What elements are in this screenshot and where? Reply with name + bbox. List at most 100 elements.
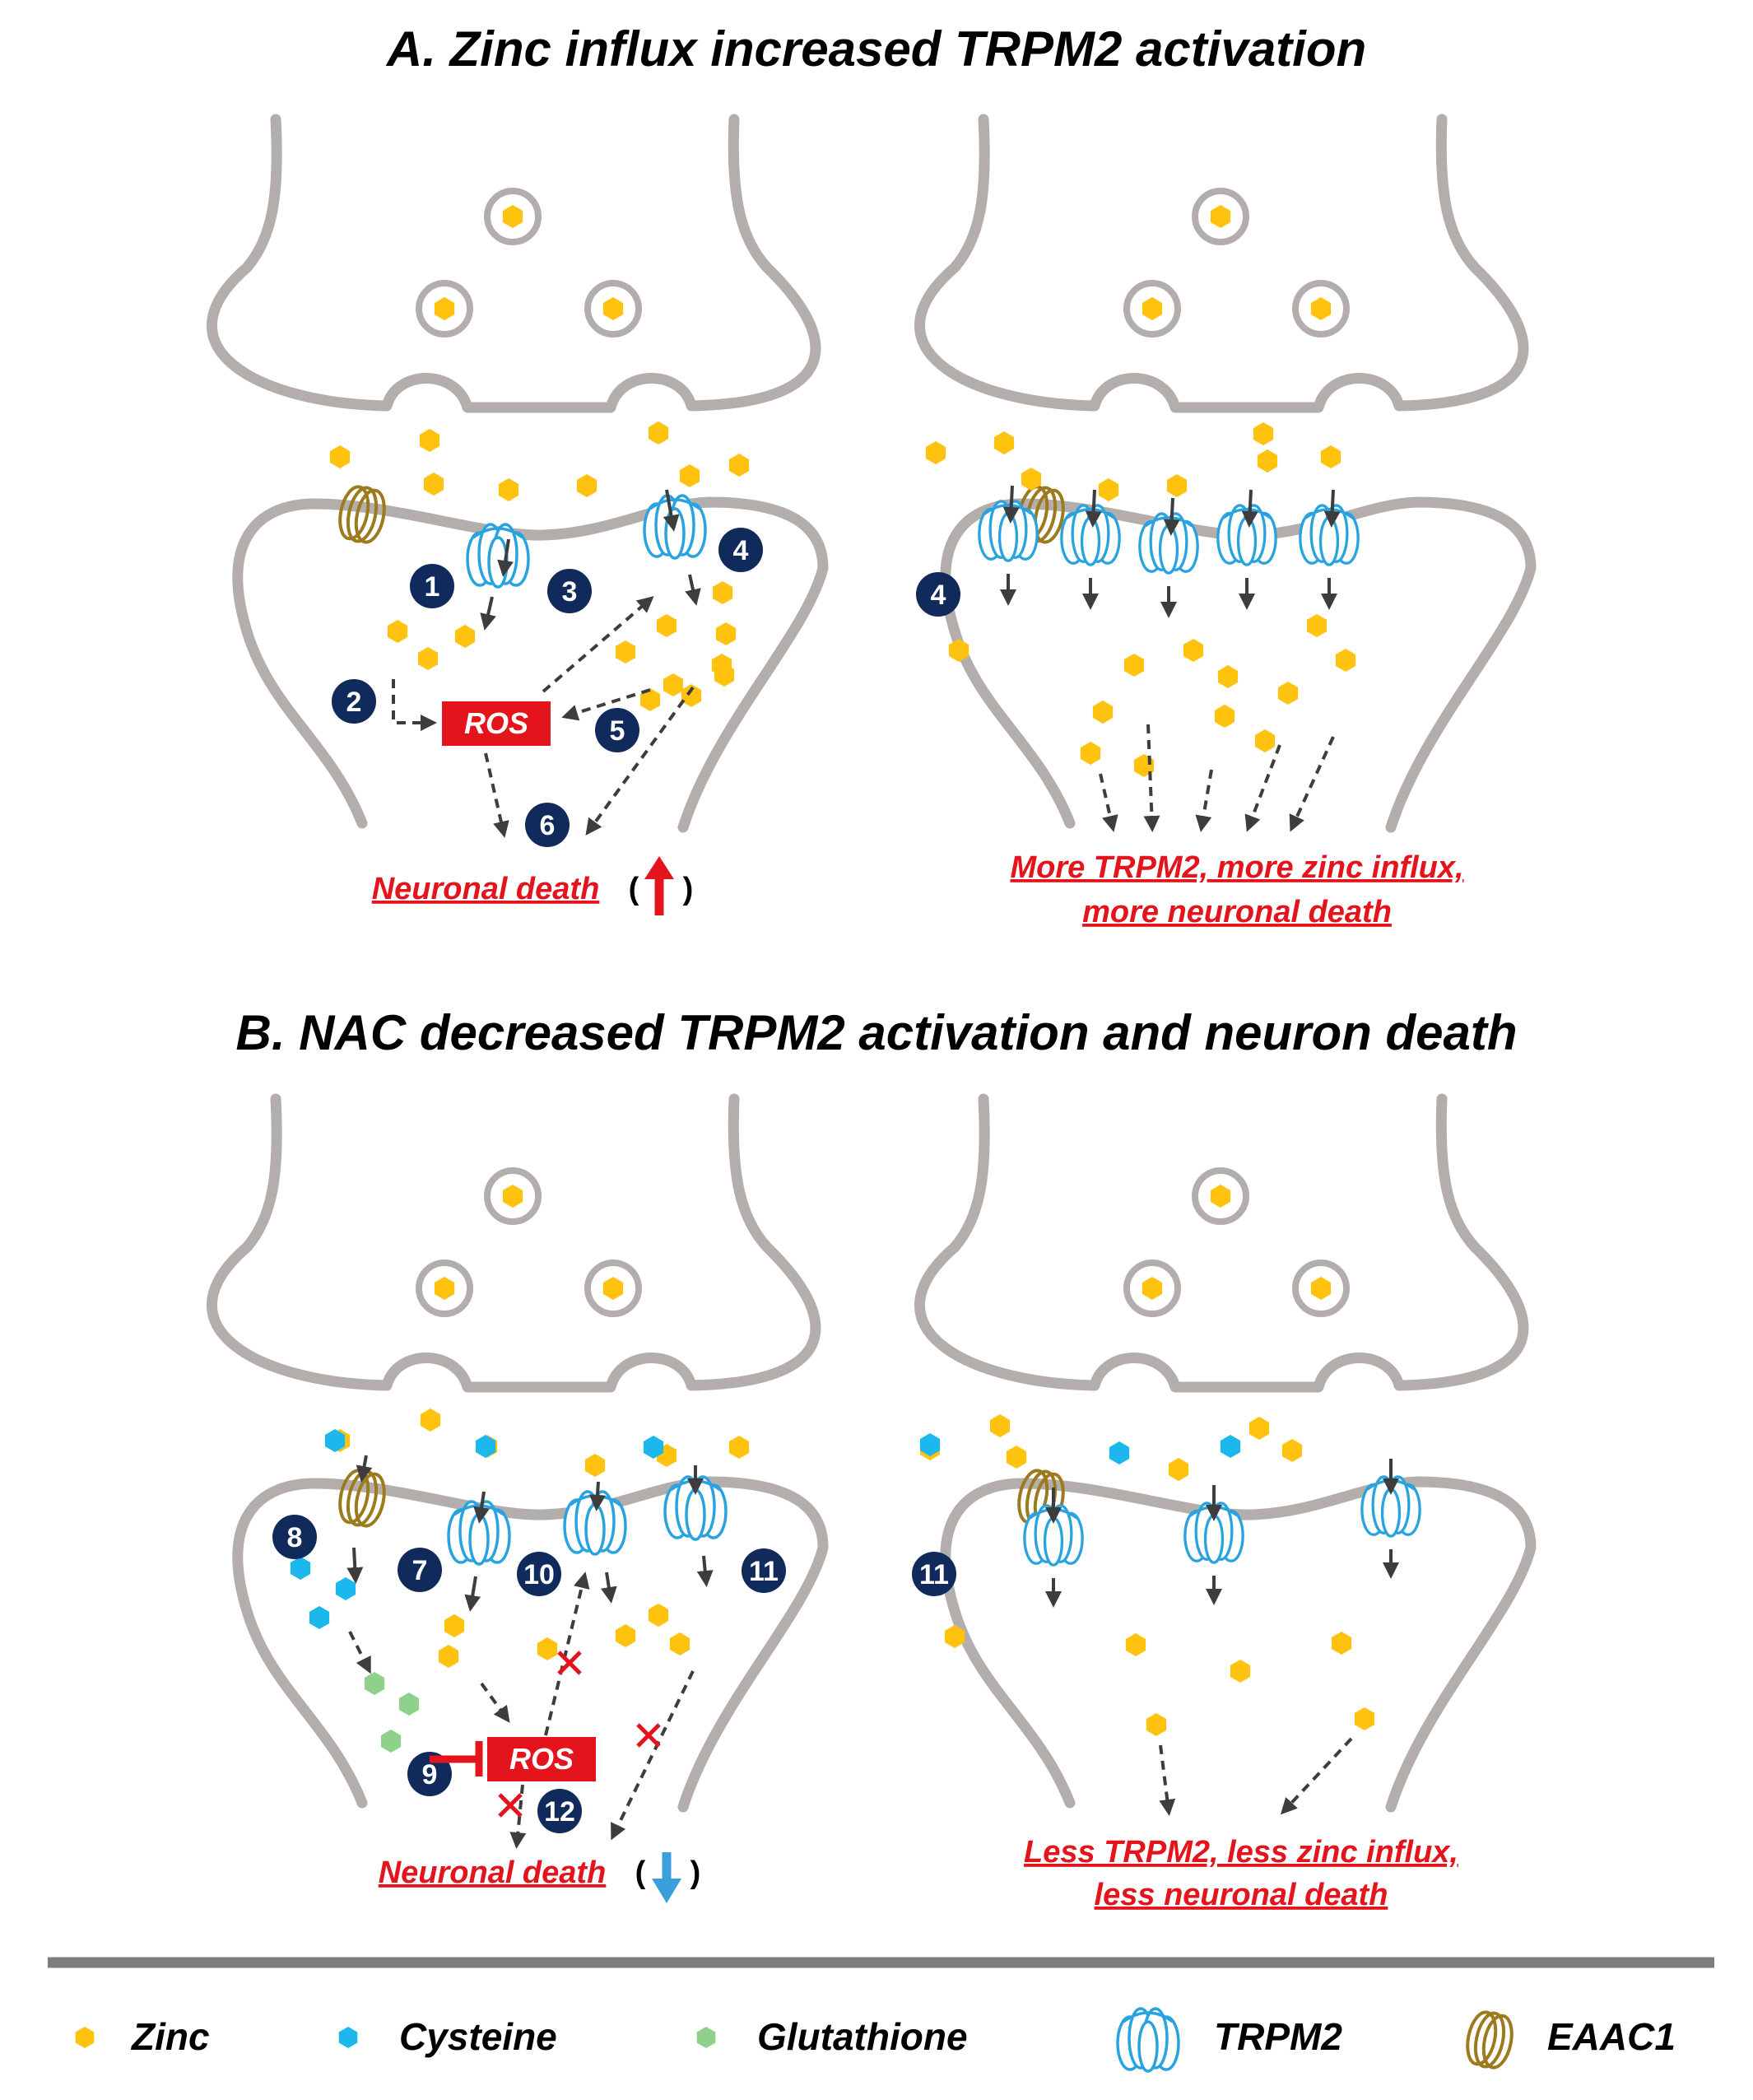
step-number: 4 (733, 535, 749, 566)
trpm2-channel-icon (978, 500, 1039, 562)
flow-arrow (1241, 489, 1258, 528)
flow-arrow (348, 1631, 371, 1674)
step-number: 9 (422, 1759, 438, 1790)
postsynaptic-membrane (232, 496, 829, 833)
panel-b-left-caption: Neuronal death (379, 1856, 607, 1890)
down-arrow-icon (652, 1852, 681, 1903)
step-badge: 3 (547, 569, 592, 613)
zinc-ion (1331, 1632, 1352, 1655)
glutathione-icon (696, 2027, 716, 2048)
flow-arrow (480, 1682, 510, 1723)
zinc-ion (993, 431, 1015, 454)
zinc-ion (663, 673, 684, 696)
flow-arrow (585, 686, 695, 836)
zinc-ion (948, 639, 969, 662)
flow-arrow (509, 1784, 527, 1849)
trpm2-channel-icon (1138, 512, 1199, 575)
zinc-ion (454, 625, 476, 648)
flow-arrow (600, 1572, 617, 1604)
close-paren: ) (691, 1856, 701, 1890)
step-number: 11 (749, 1556, 779, 1587)
zinc-ion (438, 1645, 459, 1668)
zinc-ion (728, 1436, 750, 1459)
step-badge: 6 (525, 803, 570, 847)
zinc-ion (615, 1624, 636, 1647)
zinc-ion (1281, 1439, 1303, 1462)
step-badge: 1 (410, 564, 454, 608)
ros-box: ROS (487, 1737, 596, 1781)
flow-arrow (1085, 489, 1102, 528)
zinc-ion (1092, 701, 1114, 724)
cysteine-molecule (643, 1436, 664, 1459)
zinc-ion (602, 1277, 624, 1300)
legend-glutathione-label: Glutathione (757, 2015, 968, 2058)
eaac1-icon (1466, 2010, 1514, 2070)
zinc-ion (1230, 1660, 1251, 1683)
step-number: 6 (540, 810, 556, 841)
zinc-ion (498, 478, 519, 501)
zinc-ion (420, 1409, 441, 1432)
zinc-ion (502, 205, 523, 228)
zinc-ion (1335, 649, 1356, 672)
flow-arrow (1163, 497, 1180, 536)
zinc-ion (1354, 1707, 1375, 1730)
zinc-ion (502, 1185, 523, 1208)
trpm2-channel-icon (563, 1490, 627, 1556)
glutathione-molecule (364, 1672, 385, 1695)
step-badge: 12 (537, 1789, 582, 1833)
panel-a-title: A. Zinc influx increased TRPM2 activatio… (385, 21, 1366, 77)
trpm2-channel-icon (1060, 504, 1121, 566)
legend-zinc-label: Zinc (130, 2015, 210, 2058)
zinc-ion (1142, 1277, 1163, 1300)
flow-arrow (1244, 744, 1281, 832)
zinc-ion (1125, 1633, 1146, 1656)
zinc-ion (1310, 1277, 1332, 1300)
flow-arrow (663, 489, 680, 532)
glutathione-molecule (380, 1730, 402, 1753)
zinc-ion (1210, 205, 1231, 228)
step-number: 1 (425, 571, 440, 603)
glutathione-legend-icon (696, 2027, 716, 2048)
zinc-ion (989, 1414, 1011, 1437)
ros-box: ROS (442, 701, 551, 746)
flow-arrow (480, 596, 496, 631)
zinc-ion (648, 421, 669, 445)
zinc-ion (1210, 1185, 1231, 1208)
flow-arrow (588, 1481, 606, 1511)
step-badge: 5 (595, 708, 639, 752)
flow-arrow (696, 1555, 714, 1587)
zinc-ion (1006, 1446, 1027, 1469)
flow-arrow (1289, 736, 1335, 832)
blocked-x-icon (636, 1723, 661, 1748)
presynaptic-membrane (206, 1093, 821, 1393)
zinc-ion (1123, 654, 1145, 677)
zinc-ion (444, 1614, 465, 1637)
glutathione-molecule (398, 1693, 420, 1716)
zinc-ion (712, 581, 733, 604)
presynaptic-membrane (914, 114, 1529, 413)
zinc-ion (1021, 468, 1042, 491)
flow-arrow (1280, 1737, 1353, 1815)
zinc-ion (1214, 705, 1235, 728)
zinc-ion (419, 429, 440, 452)
zinc-ion (714, 664, 735, 687)
zinc-legend-icon (75, 2027, 95, 2048)
legend-eaac1-label: EAAC1 (1547, 2015, 1676, 2058)
step-number: 8 (287, 1522, 303, 1553)
blocked-x-icon (557, 1651, 582, 1675)
cysteine-molecule (309, 1606, 330, 1629)
postsynaptic-membrane (232, 1476, 829, 1813)
postsynaptic-membrane (940, 1476, 1537, 1813)
up-arrow-icon (644, 856, 674, 915)
presynaptic-membrane (206, 114, 821, 413)
step-number: 4 (931, 580, 946, 611)
zinc-ion (1306, 614, 1328, 637)
zinc-ion (681, 684, 702, 707)
zinc-ion (602, 297, 624, 320)
zinc-ion (615, 640, 636, 664)
step-badge: 7 (398, 1548, 442, 1592)
step-badge: 11 (912, 1552, 956, 1596)
cysteine-molecule (324, 1429, 346, 1452)
